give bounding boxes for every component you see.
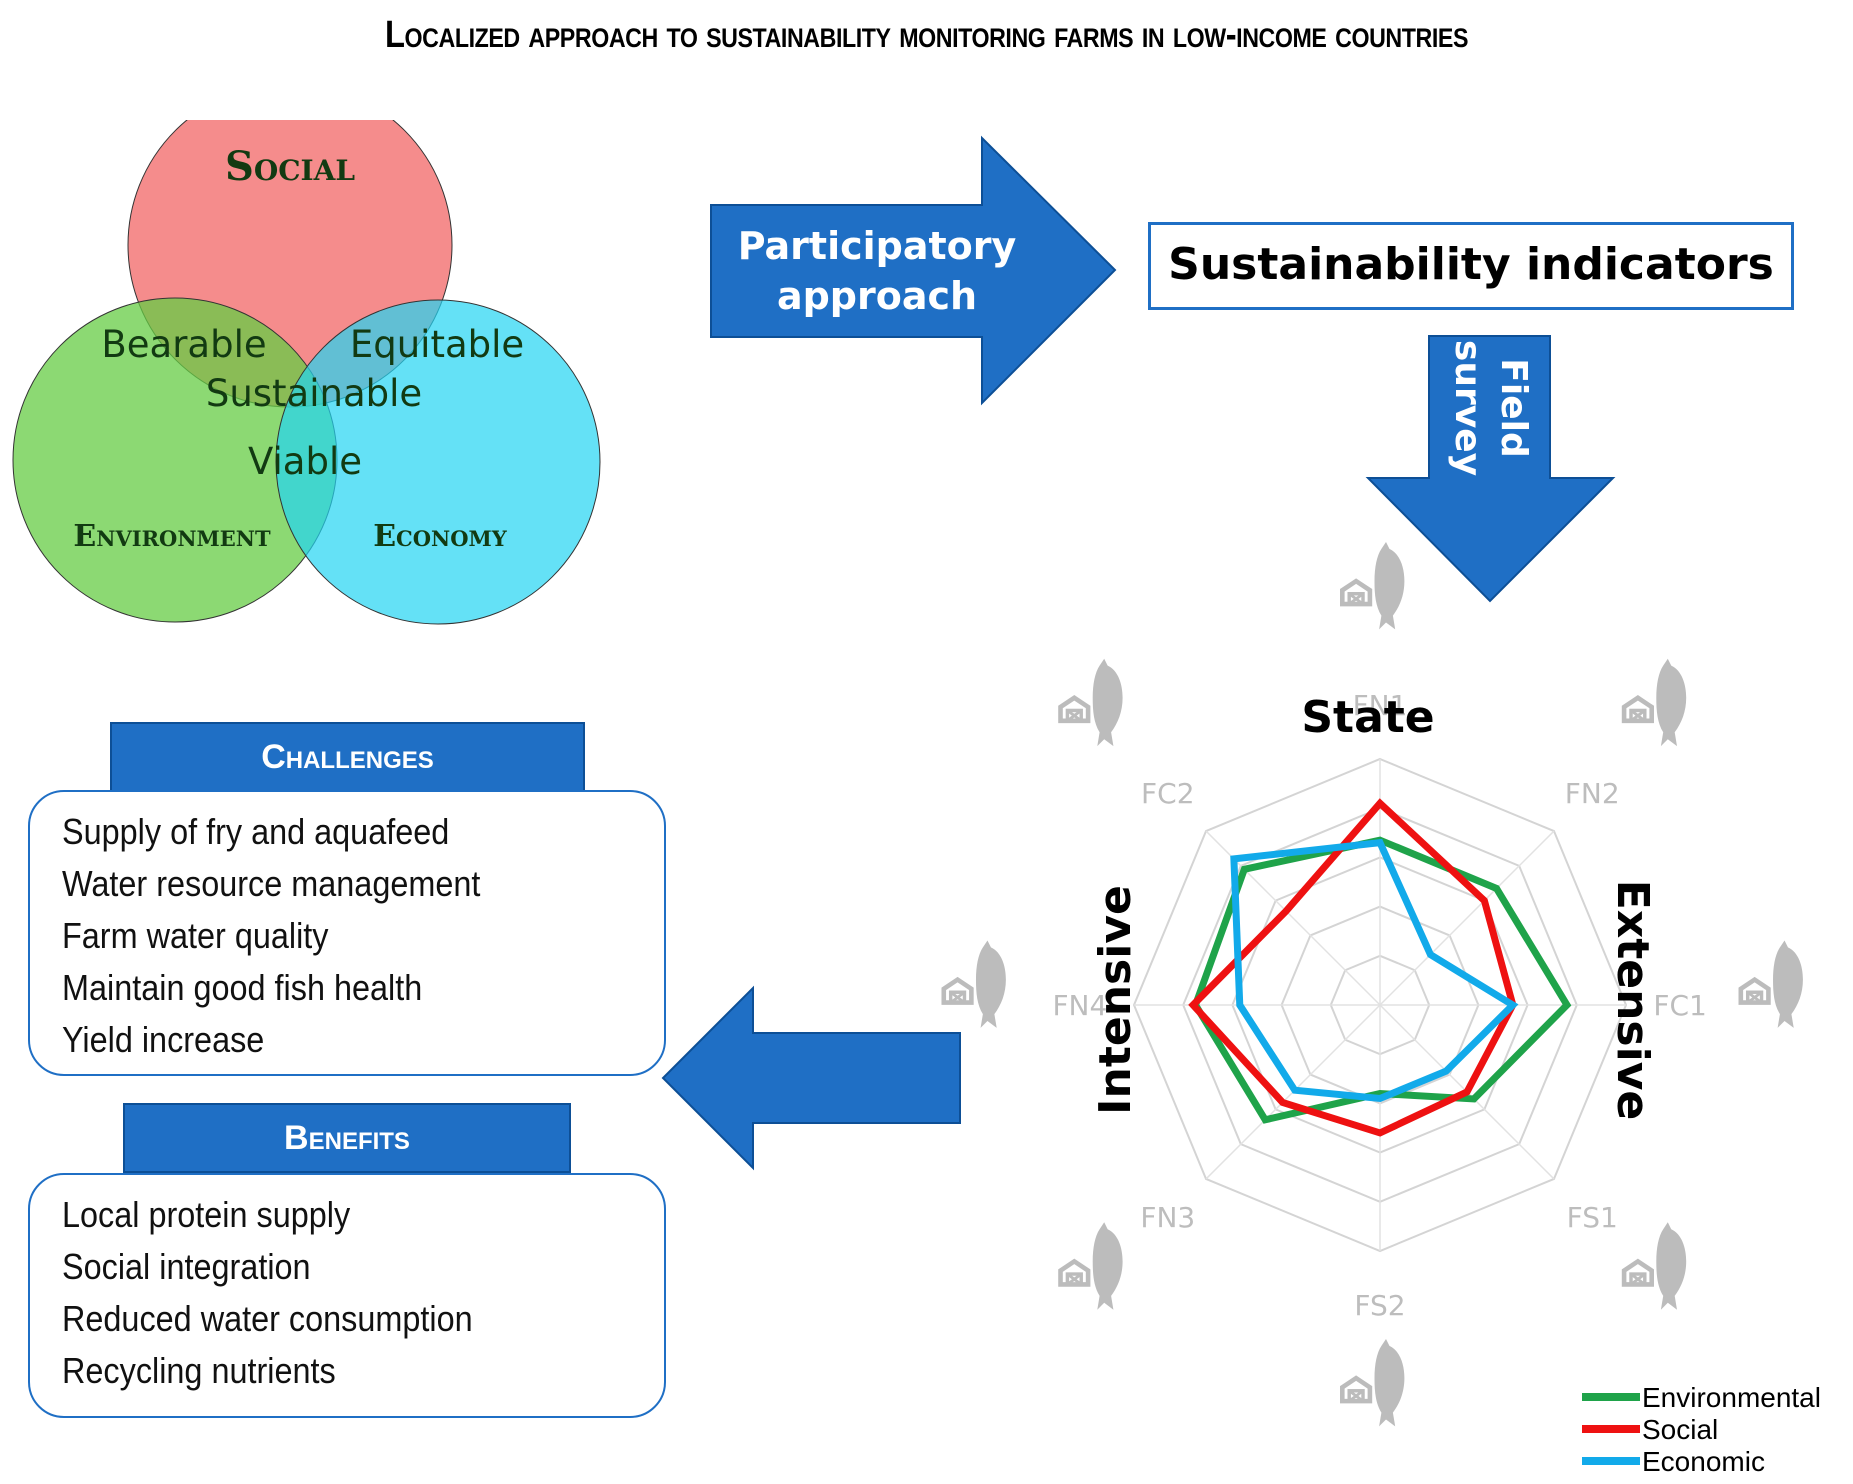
radar-grid-ring xyxy=(1182,807,1578,1203)
radar-state-label: State xyxy=(1301,692,1434,743)
participatory-label-line1: Participatory xyxy=(738,224,1017,268)
challenge-item: Supply of fry and aquafeed xyxy=(62,811,450,852)
barn-fish-icon xyxy=(1624,1222,1686,1309)
radar-series xyxy=(1188,798,1572,1137)
radar-category-label: FC2 xyxy=(1141,777,1194,810)
viable-label: Viable xyxy=(248,440,362,483)
radar-series-environmental xyxy=(1191,836,1572,1124)
venn-diagram: Social Bearable Equitable Sustainable Vi… xyxy=(12,120,601,625)
challenge-item: Maintain good fish health xyxy=(62,967,423,1008)
radar-grid xyxy=(1132,757,1628,1253)
benefit-item: Social integration xyxy=(62,1246,311,1287)
radar-category-label: FN3 xyxy=(1140,1201,1195,1234)
radar-category-label: FN2 xyxy=(1565,777,1620,810)
radar-category-label: FN4 xyxy=(1052,989,1107,1022)
radar-grid-ring xyxy=(1132,757,1628,1253)
field-survey-label-line2: survey xyxy=(1447,340,1488,476)
radar-spoke xyxy=(1205,1004,1381,1180)
page-title: Localized approach to sustainability mon… xyxy=(384,14,1469,56)
participatory-arrow: Participatory approach xyxy=(710,135,1117,406)
environment-label: Environment xyxy=(73,519,271,554)
radar-icons xyxy=(944,542,1803,1426)
challenge-item: Farm water quality xyxy=(62,915,329,956)
radar-category-label: FC1 xyxy=(1653,989,1706,1022)
radar-spoke xyxy=(1379,1004,1555,1180)
radar-spoke xyxy=(1205,830,1381,1006)
benefits-box: Local protein supply Social integration … xyxy=(28,1173,666,1418)
radar-series-economic xyxy=(1230,838,1519,1103)
benefits-header: Benefits xyxy=(123,1103,571,1173)
radar-category-label: FN1 xyxy=(1353,689,1408,722)
radar-category-label: FS1 xyxy=(1567,1201,1618,1234)
social-label: Social xyxy=(225,143,355,190)
sustainable-label: Sustainable xyxy=(206,372,422,415)
challenges-box: Supply of fry and aquafeed Water resourc… xyxy=(28,790,666,1076)
equitable-label: Equitable xyxy=(350,323,524,366)
benefit-item: Recycling nutrients xyxy=(62,1350,336,1391)
radar-spoke xyxy=(1379,830,1555,1006)
field-survey-arrow: Field survey xyxy=(1365,335,1616,603)
legend-label: Social xyxy=(1642,1414,1718,1445)
barn-fish-icon xyxy=(1741,941,1803,1028)
economy-circle xyxy=(275,299,601,625)
radar-series-social xyxy=(1188,798,1517,1137)
challenges-header: Challenges xyxy=(110,722,585,792)
legend-label: Economic xyxy=(1642,1446,1765,1477)
economy-label: Economy xyxy=(373,519,508,554)
legend-label: Environmental xyxy=(1642,1382,1821,1413)
barn-fish-icon xyxy=(1342,1339,1404,1426)
radar-category-label: FS2 xyxy=(1354,1289,1405,1322)
barn-fish-icon xyxy=(1624,659,1686,746)
challenge-item: Yield increase xyxy=(62,1019,265,1060)
radar-extensive-label: Extensive xyxy=(1607,880,1658,1120)
benefit-item: Reduced water consumption xyxy=(62,1298,473,1339)
radar-intensive-label: Intensive xyxy=(1090,885,1141,1115)
bearable-label: Bearable xyxy=(101,323,266,366)
challenge-item: Water resource management xyxy=(62,863,481,904)
radar-grid-ring xyxy=(1280,905,1480,1105)
radar-grid-ring xyxy=(1329,954,1431,1056)
sustainability-indicators-box: Sustainability indicators xyxy=(1148,222,1794,310)
radar-grid-ring xyxy=(1231,856,1529,1154)
field-survey-label-line1: Field xyxy=(1493,358,1534,457)
barn-fish-icon xyxy=(1061,1222,1123,1309)
benefit-item: Local protein supply xyxy=(62,1194,351,1235)
feedback-arrow xyxy=(661,985,961,1171)
barn-fish-icon xyxy=(1061,659,1123,746)
participatory-label-line2: approach xyxy=(777,274,977,318)
